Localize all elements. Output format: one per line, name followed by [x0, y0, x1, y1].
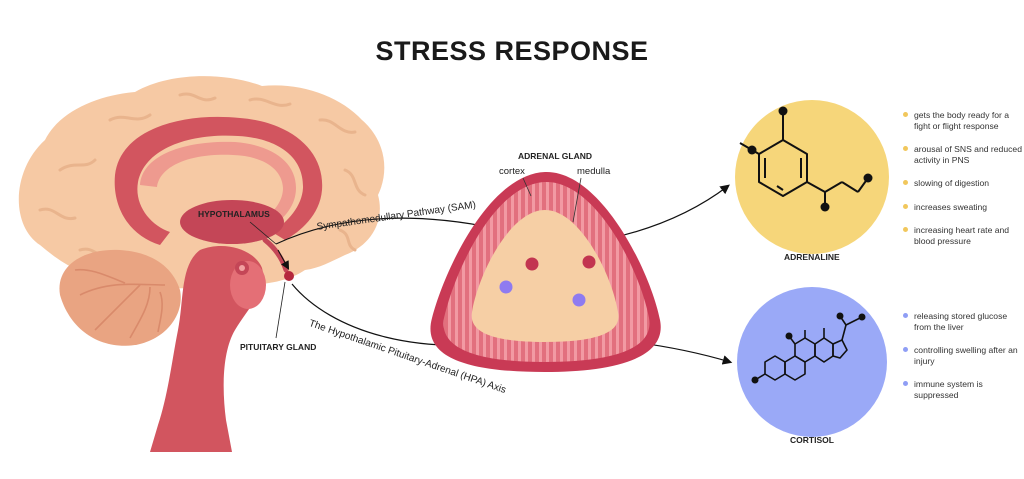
list-item: releasing stored glucose from the liver: [903, 311, 1024, 332]
cortex-cell: [499, 280, 513, 294]
list-item: increases sweating: [903, 202, 1024, 213]
cortisol-label: CORTISOL: [790, 435, 834, 445]
hypothalamus-label: HYPOTHALAMUS: [198, 209, 270, 219]
list-item: arousal of SNS and reduced activity in P…: [903, 144, 1024, 165]
adrenaline-molecule: [735, 100, 889, 254]
adrenaline-effects-list: gets the body ready for a fight or fligh…: [903, 110, 1024, 259]
hypothalamus-shape: [180, 200, 284, 244]
gyri: [38, 92, 367, 261]
adrenaline-label: ADRENALINE: [784, 252, 840, 262]
pituitary-dot: [284, 271, 294, 281]
list-item: controlling swelling after an injury: [903, 345, 1024, 366]
adrenal-gland-label: ADRENAL GLAND: [518, 151, 592, 161]
adrenal-gland-illustration: [430, 171, 661, 372]
page-title: STRESS RESPONSE: [375, 36, 649, 66]
cerebellum-branches: [74, 268, 166, 339]
list-item: immune system is suppressed: [903, 379, 1024, 400]
cortex-label: cortex: [499, 166, 525, 177]
medulla-cell: [525, 257, 539, 271]
cortex-cell: [572, 293, 586, 307]
list-item: gets the body ready for a fight or fligh…: [903, 110, 1024, 131]
pituitary-gland-label: PITUITARY GLAND: [240, 342, 317, 352]
list-item: increasing heart rate and blood pressure: [903, 225, 1024, 246]
medulla-cell: [582, 255, 596, 269]
cortisol-molecule: [737, 287, 887, 437]
cerebellum: [59, 249, 181, 346]
brain-illustration: [18, 76, 385, 452]
cerebrum: [18, 76, 385, 289]
list-item: slowing of digestion: [903, 178, 1024, 189]
medulla-label: medulla: [577, 166, 611, 177]
cortisol-effects-list: releasing stored glucose from the liver …: [903, 311, 1024, 413]
